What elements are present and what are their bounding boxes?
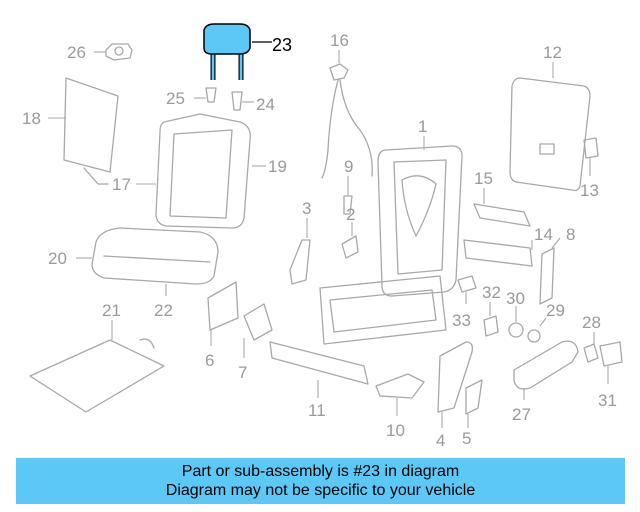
label-17: 17: [112, 175, 131, 194]
label-26: 26: [67, 43, 86, 62]
part-33: [457, 275, 477, 304]
label-20: 20: [48, 249, 67, 268]
label-14: 14: [534, 225, 553, 244]
part-18-seat-back-cover: [48, 77, 119, 185]
part-16-cable: [321, 50, 373, 179]
part-28: [583, 332, 599, 363]
part-21-mat: [29, 320, 165, 413]
label-33: 33: [452, 311, 471, 330]
label-18: 18: [22, 109, 41, 128]
label-22: 22: [154, 301, 173, 320]
part-15-bar: [473, 188, 531, 227]
label-27: 27: [512, 405, 531, 424]
part-5: [465, 379, 483, 428]
label-31: 31: [598, 391, 617, 410]
part-24-guide: [231, 91, 254, 111]
label-24: 24: [256, 95, 275, 114]
label-23: 23: [272, 35, 292, 55]
label-1: 1: [418, 117, 427, 136]
label-25: 25: [166, 89, 185, 108]
label-13: 13: [580, 181, 599, 200]
part-10-cover: [375, 373, 425, 416]
label-28: 28: [582, 313, 601, 332]
part-4-shield: [437, 341, 474, 428]
label-5: 5: [462, 429, 471, 448]
part-19-seat-back: [155, 113, 266, 229]
part-6-panel: [207, 281, 239, 346]
label-9: 9: [344, 157, 353, 176]
part-3: [289, 218, 311, 285]
label-10: 10: [386, 421, 405, 440]
banner-line-1: Part or sub-assembly is #23 in diagram: [181, 463, 460, 480]
part-8: [539, 237, 561, 305]
part-23-headrest: [203, 23, 272, 80]
part-20-cushion: [76, 227, 219, 296]
part-31: [599, 341, 623, 384]
label-3: 3: [302, 199, 311, 218]
part-1-seat-frame: [319, 136, 463, 345]
part-9: [343, 176, 353, 215]
label-6: 6: [205, 351, 214, 370]
label-11: 11: [308, 401, 326, 420]
label-7: 7: [238, 363, 247, 382]
label-2: 2: [346, 205, 355, 224]
part-14-bracket: [463, 239, 533, 267]
part-30: [508, 306, 524, 338]
part-7-bracket: [243, 303, 273, 358]
part-12-back-panel: [509, 62, 591, 192]
part-13: [583, 137, 599, 176]
info-banner: Part or sub-assembly is #23 in diagram D…: [16, 458, 625, 504]
label-4: 4: [436, 431, 445, 450]
label-30: 30: [506, 289, 525, 308]
part-25-guide: [194, 87, 217, 103]
banner-line-2: Diagram may not be specific to your vehi…: [165, 482, 476, 499]
label-15: 15: [474, 169, 493, 188]
label-8: 8: [566, 225, 575, 244]
part-32: [483, 302, 499, 337]
label-32: 32: [482, 283, 501, 302]
part-27-armrest: [513, 340, 579, 400]
parts-diagram: 26 23 16 12 13 18 25: [22, 23, 623, 450]
part-29: [527, 317, 547, 343]
part-11-rail: [269, 341, 369, 398]
label-16: 16: [330, 31, 349, 50]
part-26: [94, 43, 133, 61]
label-12: 12: [543, 43, 562, 62]
label-21: 21: [102, 301, 121, 320]
label-19: 19: [268, 157, 287, 176]
label-29: 29: [546, 301, 565, 320]
part-2: [341, 222, 359, 259]
